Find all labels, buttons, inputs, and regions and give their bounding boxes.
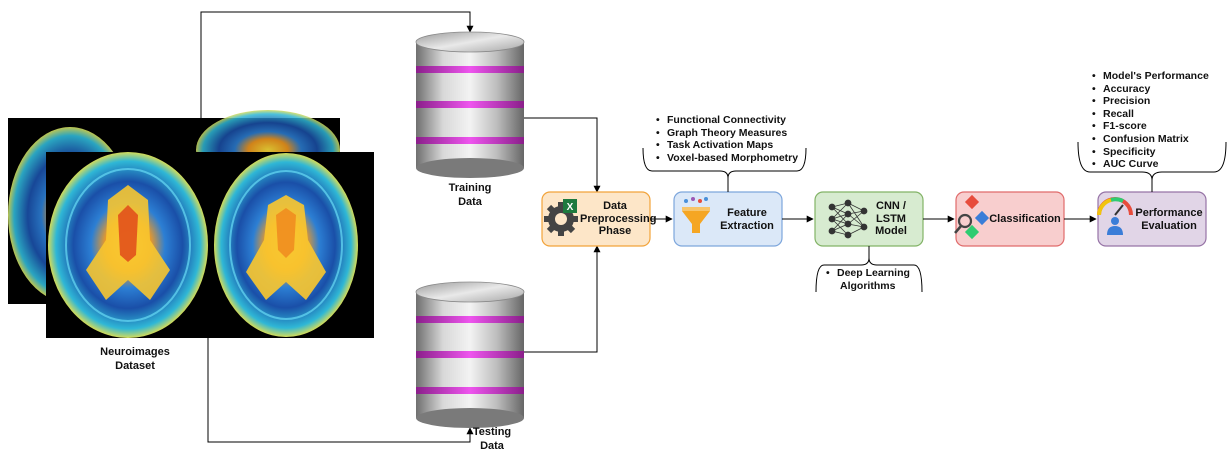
preprocessing-label-line3: Phase — [598, 225, 632, 237]
training-label-line2: Data — [458, 196, 482, 208]
training-data-cylinder — [415, 31, 525, 178]
feature-extraction-label-line2: Extraction — [720, 219, 774, 232]
preprocessing-label-line1: Data — [603, 200, 627, 212]
feature-extraction-label-line1: Feature — [727, 207, 767, 219]
neural-network-icon — [828, 199, 868, 239]
evaluation-label-line2: Evaluation — [1141, 219, 1197, 232]
classification-icon — [954, 194, 990, 240]
evaluation-list-item: AUC Curve — [1090, 158, 1209, 171]
gauge-person-icon — [1097, 197, 1133, 235]
evaluation-list-item: Confusion Matrix — [1090, 133, 1209, 146]
evaluation-label: Performance Evaluation — [1133, 207, 1205, 232]
evaluation-brace — [1077, 141, 1227, 192]
testing-label-line2: Data — [480, 440, 504, 452]
model-list: Deep Learning Algorithms — [824, 267, 910, 292]
model-list-continuation: Algorithms — [840, 279, 896, 292]
feature-list-item: Task Activation Maps — [654, 139, 798, 152]
testing-data-cylinder — [415, 281, 525, 428]
dataset-label: Neuroimages Dataset — [60, 345, 210, 373]
feature-list-item: Functional Connectivity — [654, 114, 798, 127]
feature-extraction-label: Feature Extraction — [712, 207, 782, 232]
evaluation-list-item: F1-score — [1090, 120, 1209, 133]
evaluation-label-line1: Performance — [1135, 207, 1203, 219]
svg-text:X: X — [567, 202, 574, 213]
classification-label-text: Classification — [989, 213, 1061, 225]
training-label: Training Data — [430, 181, 510, 209]
preprocessing-label-line2: Preprocessing — [580, 212, 657, 225]
dataset-label-line2: Dataset — [115, 360, 155, 372]
feature-list-item: Voxel-based Morphometry — [654, 152, 798, 165]
evaluation-list: Model's Performance Accuracy Precision R… — [1090, 70, 1209, 171]
evaluation-list-item: Recall — [1090, 108, 1209, 121]
model-list-item: Deep Learning — [824, 267, 910, 280]
dataset-label-line1: Neuroimages — [100, 346, 170, 358]
dataset-connectors — [200, 11, 601, 443]
evaluation-list-item: Accuracy — [1090, 83, 1209, 96]
feature-list-item: Graph Theory Measures — [654, 127, 798, 140]
testing-label: Testing Data — [452, 425, 532, 453]
brain-scan-image — [8, 110, 374, 338]
model-label: CNN / LSTM Model — [866, 200, 916, 238]
evaluation-list-item: Specificity — [1090, 146, 1209, 159]
funnel-icon — [682, 197, 710, 233]
model-label-line1: CNN / — [876, 200, 906, 212]
training-label-line1: Training — [448, 182, 492, 194]
evaluation-list-item: Precision — [1090, 95, 1209, 108]
model-brace — [815, 246, 923, 293]
testing-label-line1: Testing — [472, 426, 512, 438]
feature-brace — [642, 147, 807, 192]
preprocessing-label: Data Preprocessing Phase — [580, 200, 657, 238]
classification-label: Classification — [986, 213, 1064, 226]
model-label-line3: Model — [875, 225, 907, 237]
model-label-line2: LSTM — [876, 212, 906, 225]
evaluation-list-item: Model's Performance — [1090, 70, 1209, 83]
feature-list: Functional Connectivity Graph Theory Mea… — [654, 114, 798, 164]
